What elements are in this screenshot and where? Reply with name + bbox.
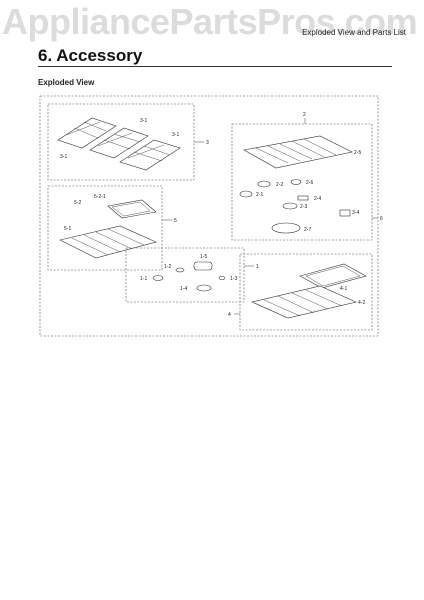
box-4 [239, 253, 373, 331]
pan-icon [107, 199, 157, 219]
box-1 [125, 247, 245, 303]
label-1-1: 1-1 [140, 276, 147, 282]
knob-icon [196, 284, 212, 292]
label-2: 2 [303, 112, 306, 118]
knob-icon [257, 180, 271, 188]
exploded-view-heading: Exploded View [38, 78, 95, 87]
label-1-5: 1-5 [200, 254, 207, 260]
griddle-icon [299, 263, 367, 289]
box-2 [231, 123, 373, 241]
rack-icon [251, 285, 357, 319]
label-5: 5 [174, 218, 177, 224]
label-4-2: 4-2 [358, 300, 365, 306]
label-3-1: 3-1 [60, 154, 67, 160]
group-3-grates: 3-1 3-1 3-1 3 [47, 103, 209, 181]
label-1: 1 [256, 264, 259, 270]
group-5-pan: 5-2 5-2-1 5-1 5 [47, 185, 177, 271]
grate-icon [119, 139, 181, 171]
label-1-2: 1-2 [164, 264, 171, 270]
screw-icon [218, 276, 226, 280]
label-2-4: 2-4 [314, 196, 321, 202]
header-reference: Exploded View and Parts List [302, 28, 406, 37]
bracket-icon [339, 209, 351, 217]
group-4-tray: 4-1 4-2 4 [228, 253, 373, 331]
title-rule [38, 66, 392, 67]
label-3: 3 [206, 140, 209, 146]
clip-icon [297, 195, 309, 201]
knob-icon [175, 267, 185, 273]
label-5-2-1: 5-2-1 [94, 194, 106, 200]
label-4-1: 4-1 [340, 286, 347, 292]
label-3-1: 3-1 [140, 118, 147, 124]
outer-frame [39, 95, 379, 337]
label-4: 4 [228, 312, 231, 318]
label-1-4: 1-4 [180, 286, 187, 292]
knob-icon [282, 202, 298, 210]
label-1-3: 1-3 [230, 276, 237, 282]
label-2-1: 2-1 [256, 192, 263, 198]
label-2-2: 2-2 [276, 182, 283, 188]
rack-icon [243, 135, 353, 169]
label-3-4: 3-4 [352, 210, 359, 216]
section-title: 6. Accessory [38, 46, 143, 65]
knob-icon [290, 179, 302, 185]
knob-icon [152, 275, 164, 281]
label-6: 6 [380, 216, 383, 222]
label-3-1: 3-1 [172, 132, 179, 138]
rack-icon [59, 225, 157, 259]
label-2-6: 2-6 [306, 180, 313, 186]
burner-ring-icon [271, 222, 301, 234]
label-2-7: 2-7 [304, 227, 311, 233]
watermark: AppliancePartsPros.com [2, 1, 418, 42]
label-5-1: 5-1 [64, 226, 71, 232]
grate-icon [57, 117, 117, 149]
label-5-2: 5-2 [74, 200, 81, 206]
group-2-rack: 2 2-5 2-2 2-6 2-1 2-4 2-3 3-4 2-7 6 [231, 112, 383, 241]
griddle-icon [193, 261, 213, 271]
group-1-parts: 1-5 1-2 1-1 1-3 1-4 1 [125, 247, 259, 303]
label-2-5: 2-5 [354, 150, 361, 156]
label-2-3: 2-3 [300, 204, 307, 210]
knob-icon [239, 190, 253, 198]
grate-icon [89, 127, 149, 159]
box-5 [47, 185, 163, 271]
